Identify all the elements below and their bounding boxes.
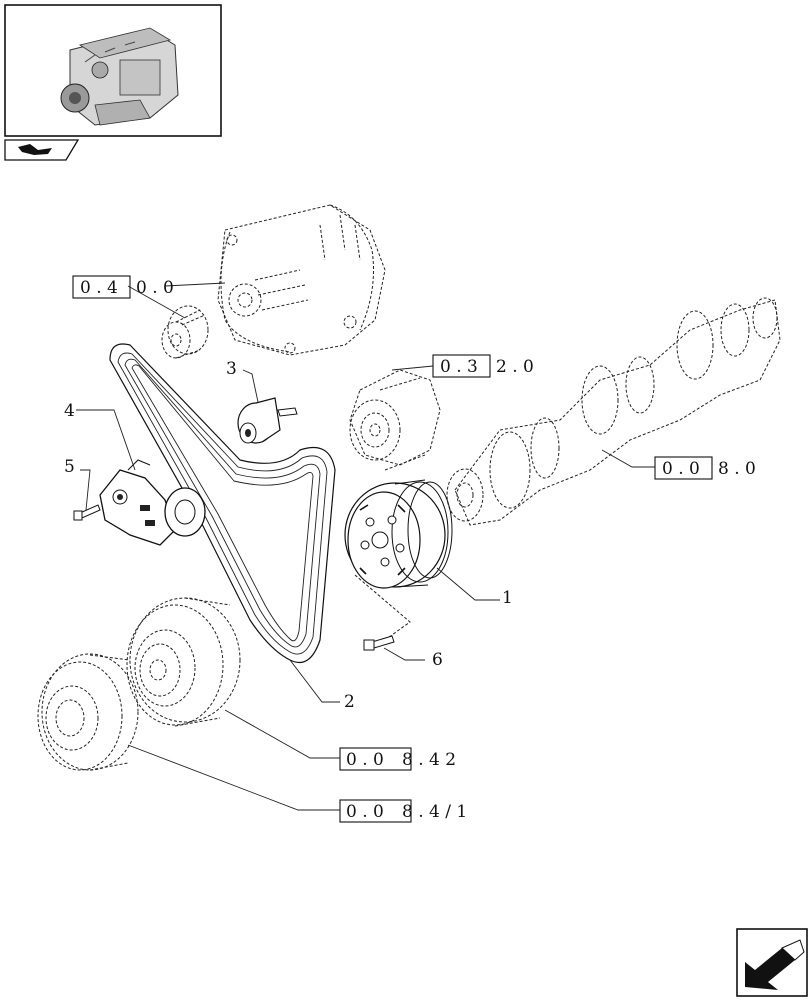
crankshaft [446,297,781,526]
next-page-arrow-icon[interactable] [736,928,808,997]
engine-thumbnail [60,27,179,126]
alternator [217,204,386,356]
bolt-6 [363,635,395,651]
ref-crankshaft[interactable]: 0 . 0 8 . 0 [654,456,756,480]
poly-v-belt [109,343,336,664]
ref-damper-rest: 8 . 4 2 [402,750,456,770]
vibration-damper [126,597,241,727]
ref-pulley-rest: 8 . 4 / 1 [402,802,467,822]
ref-crankshaft-boxed: 0 . 0 [662,459,700,479]
callout-1: 1 [502,588,513,608]
ref-alternator-boxed: 0 . 4 [80,278,118,298]
pulley-1 [344,479,453,589]
ref-water-pump[interactable]: 0 . 3 2 . 0 [432,354,534,378]
callout-6: 6 [432,650,443,670]
book-arrow-icon[interactable] [4,139,80,161]
bolt-alignment-line [354,574,411,646]
alternator-pulley [161,305,209,359]
ref-damper[interactable]: 0 . 0 8 . 4 2 [339,747,456,771]
callout-3: 3 [226,359,237,379]
belt-tensioner [99,459,206,546]
water-pump [349,369,441,471]
ref-water-pump-boxed: 0 . 3 [440,357,478,377]
engine-thumbnail-panel [4,4,222,137]
ref-damper-boxed: 0 . 0 [346,750,384,770]
ref-pulley-boxed: 0 . 0 [346,802,384,822]
ref-pulley[interactable]: 0 . 0 8 . 4 / 1 [339,799,467,823]
callout-2: 2 [344,692,355,712]
leader-lines [76,282,655,811]
ref-alternator-rest: 0 . 0 [136,278,174,298]
idler-pulley [237,397,298,444]
ref-alternator[interactable]: 0 . 4 0 . 0 [72,275,174,299]
crank-pulley [37,653,139,771]
callout-4: 4 [64,401,75,421]
bolt-5 [73,504,101,521]
ref-crankshaft-rest: 8 . 0 [718,459,756,479]
ref-water-pump-rest: 2 . 0 [496,357,534,377]
callout-5: 5 [64,457,75,477]
